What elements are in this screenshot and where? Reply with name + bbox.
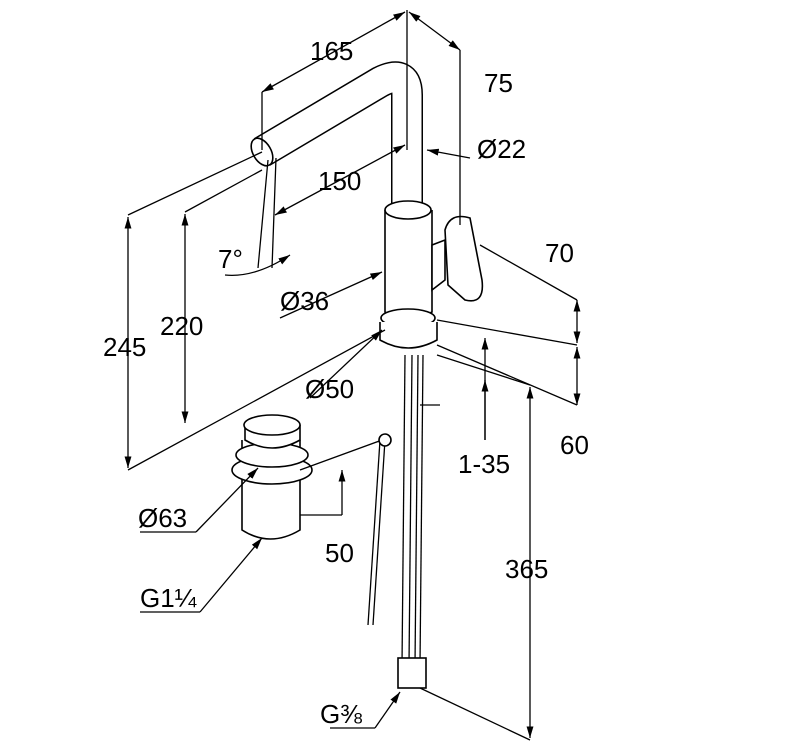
dim-waste-height: 50 [325,538,354,568]
dim-body-diameter: Ø36 [280,286,329,316]
dim-total-height: 245 [103,332,146,362]
dim-base-diameter: Ø50 [305,374,354,404]
dim-offset-top: 75 [484,68,513,98]
dim-spout-reach: 165 [310,36,353,66]
dim-deck-thickness: 1-35 [458,449,510,479]
hoses [367,354,440,689]
dim-spout-diameter: Ø22 [477,134,526,164]
dim-waste-diameter: Ø63 [138,503,187,533]
dim-spout-angle: 7° [218,244,243,274]
dim-handle-depth: 70 [545,238,574,268]
dim-outlet-height: 220 [160,311,203,341]
dim-hose-length: 365 [505,554,548,584]
dimension-lines [124,10,581,741]
dim-spout-length: 150 [318,166,361,196]
dim-base-height: 60 [560,430,589,460]
faucet-body [379,200,438,349]
dim-hose-thread: G⅜ [320,699,362,729]
dim-waste-thread: G1¼ [140,583,197,613]
pop-up-waste [231,414,392,540]
faucet-handle [431,215,484,302]
